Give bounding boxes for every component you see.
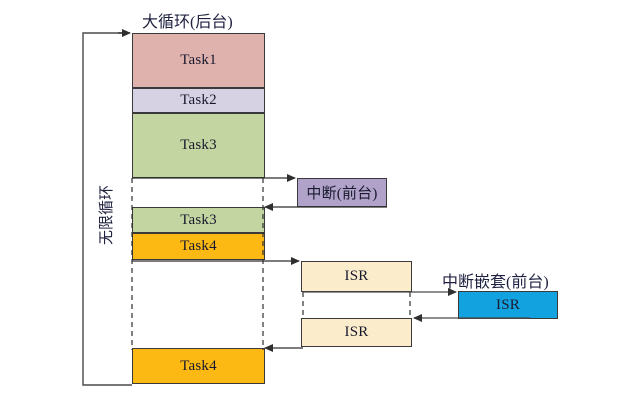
infinite-loop-label: 无限循环 xyxy=(99,184,115,245)
isr-label: ISR xyxy=(344,268,369,284)
isr-box-first: ISR xyxy=(301,261,412,292)
task-label: Task4 xyxy=(180,357,217,374)
task-label: Task2 xyxy=(180,92,217,108)
nested-interrupt-title: 中断嵌套(前台) xyxy=(442,274,549,291)
task-box-task4-first: Task4 xyxy=(132,233,265,260)
bottom-caption xyxy=(210,396,450,405)
task-box-task3-resumed: Task3 xyxy=(132,207,265,233)
task-label: Task3 xyxy=(180,137,217,153)
task-box-task4-resumed: Task4 xyxy=(132,348,265,384)
task-label: Task1 xyxy=(180,52,217,68)
task-box-task3-first: Task3 xyxy=(132,113,265,178)
background-loop-title: 大循环(后台) xyxy=(142,14,233,31)
isr-box-resumed: ISR xyxy=(301,318,412,347)
isr-label: ISR xyxy=(496,296,520,313)
interrupt-label: 中断(前台) xyxy=(306,186,378,202)
task-box-task2: Task2 xyxy=(132,88,265,113)
isr-box-nested: ISR xyxy=(458,291,558,319)
task-box-task1: Task1 xyxy=(132,33,265,88)
interrupt-box: 中断(前台) xyxy=(297,178,387,207)
isr-label: ISR xyxy=(344,324,369,340)
task-label: Task4 xyxy=(180,238,217,254)
task-label: Task3 xyxy=(180,211,217,228)
